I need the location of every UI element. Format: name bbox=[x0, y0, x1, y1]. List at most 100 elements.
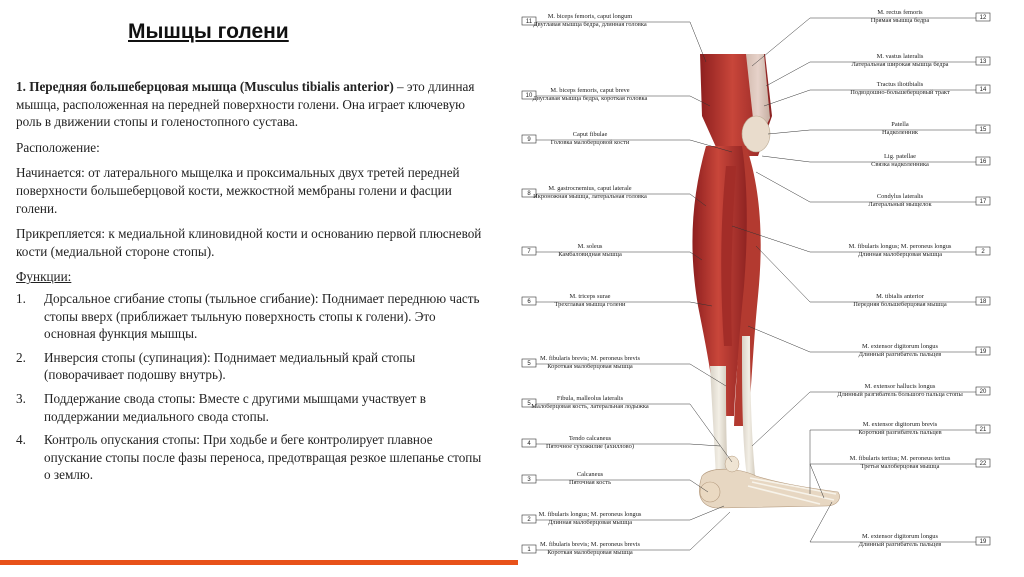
callout-russian: Передняя большеберцовая мышца bbox=[853, 301, 947, 308]
callout-number-box bbox=[521, 16, 537, 26]
figure-callout: 2 M. fibularis longus; M. peroneus longus… bbox=[731, 225, 991, 258]
callout-russian: Длинный разгибатель пальцев bbox=[859, 541, 942, 548]
calf-muscles bbox=[692, 146, 750, 416]
functions-list: 1. Дорсальное сгибание стопы (тыльное сги… bbox=[16, 290, 484, 484]
callout-number: 17 bbox=[980, 199, 987, 205]
callout-pointer bbox=[751, 391, 811, 447]
slide-title: Мышцы голени bbox=[128, 20, 289, 43]
lateral-malleolus-shape bbox=[724, 455, 740, 473]
callout-number: 22 bbox=[980, 461, 987, 467]
callout-latin: Tractus iliotibialis bbox=[877, 81, 924, 88]
callout-russian: Короткая малоберцовая мышца bbox=[547, 363, 633, 370]
callout-pointer bbox=[689, 251, 703, 261]
function-number: 3. bbox=[16, 390, 26, 406]
tibialis-anterior-shape bbox=[734, 146, 761, 426]
callout-russian: Латеральная широкая мышца бедра bbox=[851, 61, 948, 68]
callout-pointer bbox=[755, 171, 811, 203]
figure-callout: 5M. fibularis brevis; M. peroneus brevis… bbox=[521, 355, 727, 387]
function-item: 2.Инверсия стопы (супинация): Поднимает … bbox=[16, 349, 484, 384]
callout-latin: M. triceps surae bbox=[570, 293, 611, 300]
callout-pointer bbox=[689, 95, 711, 107]
callout-latin: M. gastrocnemius, caput laterale bbox=[548, 185, 631, 192]
callout-number: 8 bbox=[527, 191, 531, 197]
callout-number-box bbox=[521, 246, 537, 256]
callout-pointer bbox=[761, 155, 811, 163]
callout-pointer bbox=[765, 61, 811, 87]
function-text: Инверсия стопы (супинация): Поднимает ме… bbox=[44, 349, 416, 383]
callout-number: 21 bbox=[980, 427, 987, 433]
fibular-muscles bbox=[721, 166, 736, 346]
callout-number-box bbox=[521, 438, 537, 448]
callout-number: 5 bbox=[527, 401, 531, 407]
accent-bar bbox=[0, 560, 518, 565]
callout-number: 4 bbox=[527, 441, 531, 447]
callout-number: 15 bbox=[980, 127, 987, 133]
callout-number: 3 bbox=[527, 477, 531, 483]
callout-latin: M. extensor digitorum brevis bbox=[863, 421, 938, 428]
callout-latin: Tendo calcaneus bbox=[569, 435, 612, 442]
foot-shape bbox=[699, 468, 840, 509]
callout-number: 18 bbox=[980, 299, 987, 305]
callout-latin: M. biceps femoris, caput breve bbox=[550, 87, 629, 94]
function-text: Дорсальное сгибание стопы (тыльное сгиба… bbox=[44, 290, 480, 342]
callout-number-box bbox=[975, 296, 991, 306]
figure-callout: 10M. biceps femoris, caput breveДвуглава… bbox=[521, 87, 711, 107]
function-item: 3.Поддержание свода стопы: Вместе с друг… bbox=[16, 390, 484, 425]
callout-pointer bbox=[689, 403, 733, 463]
callout-number-box bbox=[975, 56, 991, 66]
intro-paragraph: 1. Передняя большеберцовая мышца (Muscul… bbox=[16, 78, 484, 131]
achilles-tendon bbox=[710, 366, 728, 476]
function-text: Контроль опускания стопы: При ходьбе и б… bbox=[44, 432, 482, 483]
function-item: 1. Дорсальное сгибание стопы (тыльное сги… bbox=[16, 290, 484, 343]
callout-pointer bbox=[689, 193, 707, 207]
callout-number-box bbox=[975, 156, 991, 166]
callout-number-box bbox=[521, 358, 537, 368]
callout-latin: M. fibularis brevis; M. peroneus brevis bbox=[540, 541, 640, 548]
callout-russian: Длинный разгибатель большого пальца стоп… bbox=[837, 391, 963, 398]
callout-number: 19 bbox=[980, 349, 987, 355]
callout-latin: M. tibialis anterior bbox=[876, 293, 925, 300]
callout-latin: M. fibularis longus; M. peroneus longus bbox=[849, 243, 952, 250]
callout-russian: Связка надколенника bbox=[871, 161, 929, 168]
function-number: 1. bbox=[16, 290, 26, 306]
callout-number: 12 bbox=[980, 15, 987, 21]
callout-russian: Надколенник bbox=[882, 129, 919, 136]
callout-russian: Короткий разгибатель пальцев bbox=[858, 429, 941, 436]
callout-pointer bbox=[689, 505, 725, 521]
callout-russian: Икроножная мышца, латеральная головка bbox=[533, 193, 647, 200]
callout-pointer bbox=[809, 463, 825, 499]
callout-number-box bbox=[521, 398, 537, 408]
callout-latin: M. soleus bbox=[578, 243, 603, 250]
callout-pointer bbox=[689, 443, 721, 447]
callout-number: 7 bbox=[527, 249, 531, 255]
callout-number-box bbox=[975, 12, 991, 22]
calcaneus-shape bbox=[699, 481, 721, 503]
callout-number-box bbox=[975, 536, 991, 546]
insertion-text: Прикрепляется: к медиальной клиновидной … bbox=[16, 226, 482, 259]
callout-latin: M. biceps femoris, caput longum bbox=[548, 13, 633, 20]
callout-number: 1 bbox=[527, 547, 531, 553]
callout-pointer bbox=[767, 129, 811, 135]
callout-pointer bbox=[809, 501, 833, 543]
callout-latin: M. extensor digitorum longus bbox=[862, 533, 938, 540]
functions-label: Функции: bbox=[16, 269, 72, 285]
callout-number: 5 bbox=[527, 361, 531, 367]
callout-latin: M. vastus lateralis bbox=[877, 53, 924, 60]
function-item: 4.Контроль опускания стопы: При ходьбе и… bbox=[16, 431, 484, 484]
callout-number: 2 bbox=[981, 249, 985, 255]
callout-number-box bbox=[975, 424, 991, 434]
location-label: Расположение: bbox=[16, 139, 100, 155]
callout-number-box bbox=[975, 458, 991, 468]
callout-number: 6 bbox=[527, 299, 531, 305]
